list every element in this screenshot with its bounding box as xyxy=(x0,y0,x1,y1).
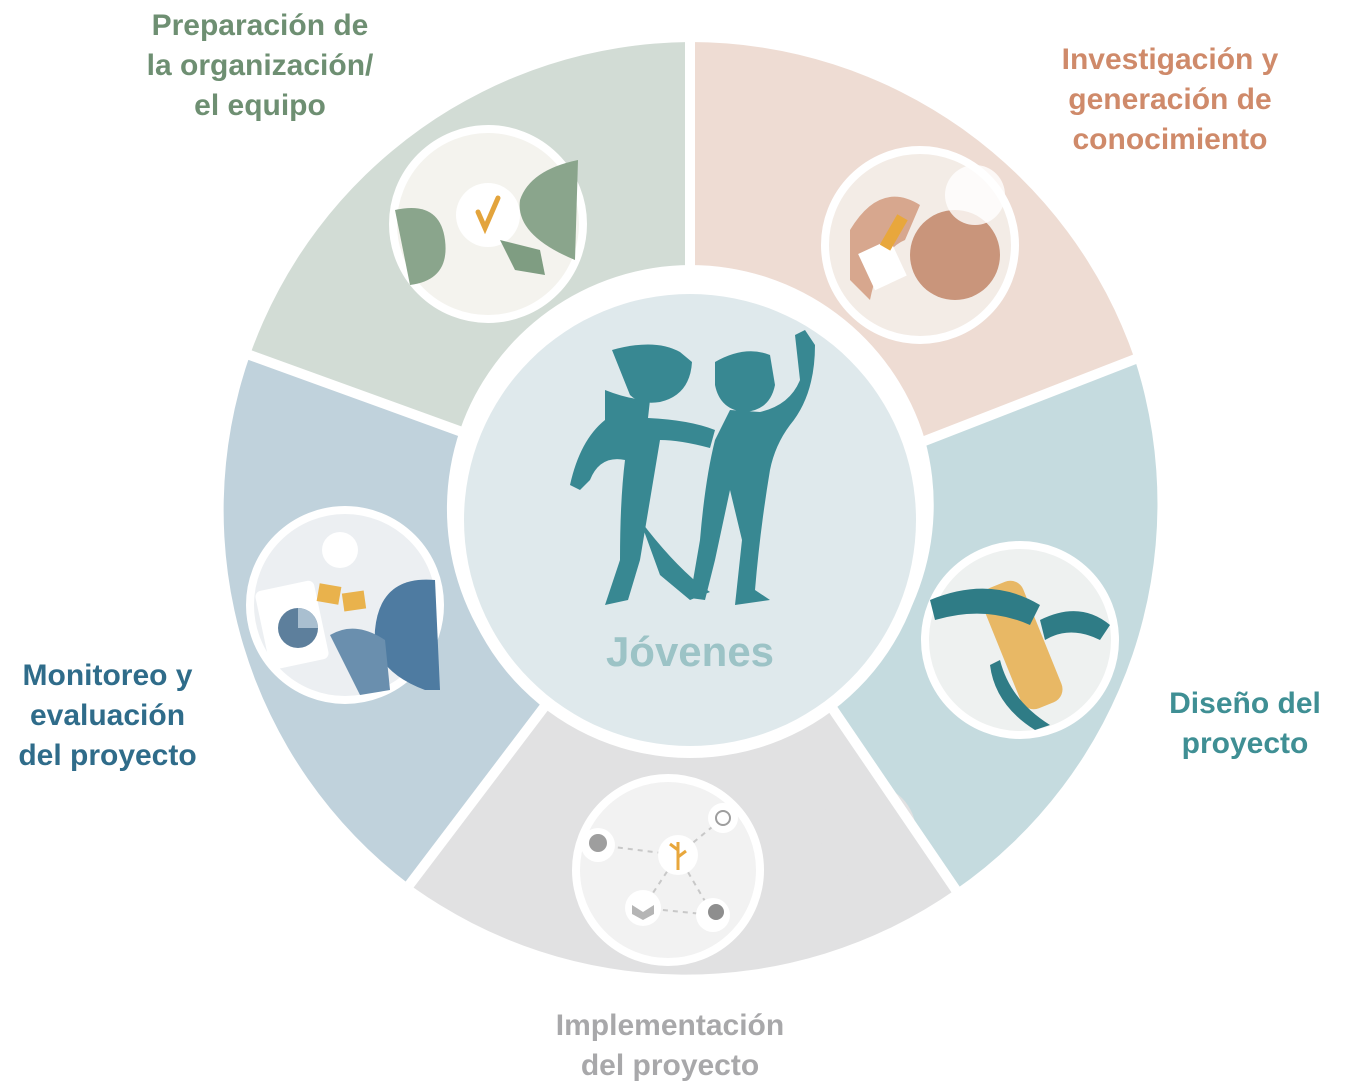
center-label: Jóvenes xyxy=(605,628,775,675)
label-diseno: Diseño del proyecto xyxy=(1150,684,1340,764)
illustration-imp xyxy=(572,774,764,966)
illustration-mon xyxy=(246,506,444,704)
illustration-prep xyxy=(389,125,587,323)
label-implementacion: Implementación del proyecto xyxy=(505,1006,835,1086)
checkmark-icon xyxy=(475,195,501,235)
label-line: proyecto xyxy=(1181,727,1309,760)
label-line: generación de xyxy=(1068,83,1272,116)
label-line: Diseño del xyxy=(1169,687,1321,720)
center-circle xyxy=(464,294,916,746)
illustration-inv xyxy=(821,146,1019,344)
illustration-dis xyxy=(921,541,1119,739)
label-line: Monitoreo y xyxy=(22,659,193,692)
knob-imp xyxy=(820,784,916,880)
knob-prep xyxy=(310,300,406,396)
label-line: del proyecto xyxy=(18,739,197,772)
label-investigacion: Investigación y generación de conocimien… xyxy=(1035,40,1305,160)
knob-inv xyxy=(712,122,808,218)
knob-mon xyxy=(397,717,493,813)
label-line: Investigación y xyxy=(1061,43,1279,76)
two-people-icon xyxy=(570,330,815,605)
label-monitoreo: Monitoreo y evaluación del proyecto xyxy=(0,656,215,776)
label-line: evaluación xyxy=(29,699,186,732)
label-line: Preparación de xyxy=(151,9,369,42)
label-line: el equipo xyxy=(194,89,326,122)
knob-dis xyxy=(1007,397,1103,493)
label-line: Implementación xyxy=(555,1009,785,1042)
label-line: conocimiento xyxy=(1072,123,1268,156)
label-preparacion: Preparación de la organización/ el equip… xyxy=(120,6,400,126)
label-line: del proyecto xyxy=(580,1049,760,1082)
label-line: la organización/ xyxy=(146,49,374,82)
